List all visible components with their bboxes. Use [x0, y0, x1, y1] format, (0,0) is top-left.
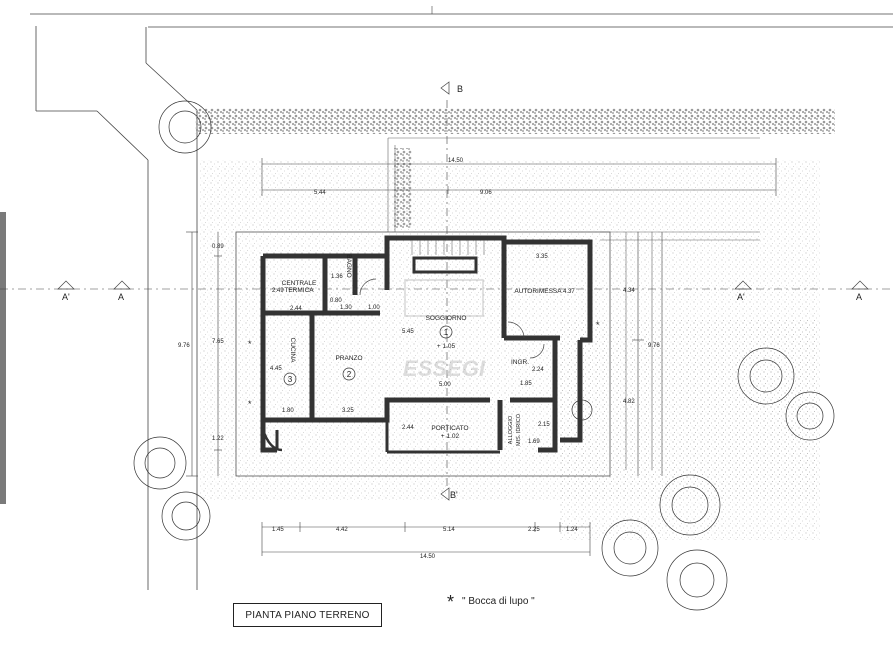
house-slab [235, 231, 611, 477]
dim-soggiorno-w: 5.00 [439, 382, 451, 388]
dim-bagno-h: 1.36 [331, 274, 343, 280]
dim-bottom-total: 14.50 [420, 554, 436, 560]
bocca-markers: * * * [248, 320, 600, 409]
room-termica: TERMICA [284, 287, 314, 294]
hedge-vertical [394, 148, 412, 228]
plan-title: PIANTA PIANO TERRENO [233, 603, 382, 627]
dim-autorimessa-h: 4.37 [563, 289, 575, 295]
dim-ct-h: 2.49 [272, 288, 284, 294]
dim-ct-w: 2.44 [290, 306, 302, 312]
dim-right-a: 4.34 [623, 288, 635, 294]
road [35, 26, 893, 590]
scan-edge [0, 212, 6, 504]
hedge [195, 108, 835, 134]
room-alloggio-2: MIS. IDRICO [516, 413, 522, 446]
dim-pranzo-w: 3.25 [342, 408, 354, 414]
room-number-2: 2 [347, 370, 352, 379]
room-centrale: CENTRALE [282, 280, 317, 287]
room-cucina: CUCINA [289, 338, 296, 364]
tree-symbols [133, 100, 835, 611]
garden-gravel [200, 160, 820, 540]
room-bagno: BAGNO [345, 254, 352, 277]
dim-bagno-w: 1.30 [340, 305, 352, 311]
door-swings [359, 278, 545, 359]
room-soggiorno: SOGGIORNO [426, 315, 467, 322]
svg-text:*: * [596, 320, 600, 330]
dimension-lines [186, 158, 777, 556]
dim-soggiorno-h: 5.45 [402, 329, 414, 335]
dim-right-total: 9.76 [648, 343, 660, 349]
dim-bottom-5: 1.24 [566, 527, 578, 533]
room-alloggio: ALLOGGIO [508, 415, 514, 444]
dim-left-a: 0.89 [212, 244, 224, 250]
svg-text:*: * [248, 399, 252, 409]
cucina-bay [261, 429, 283, 452]
watermark-text: ESSEGI [403, 356, 486, 381]
dim-top-left: 5.44 [314, 190, 326, 196]
stairs [411, 240, 485, 255]
section-a-prime-left: A' [62, 292, 70, 302]
soggiorno-level: + 1.05 [437, 343, 456, 350]
legend-text: " Bocca di lupo " [462, 596, 535, 607]
legend: * " Bocca di lupo " [447, 592, 535, 613]
section-a-left: A [118, 292, 124, 302]
dim-bagno-d: 1.00 [368, 305, 380, 311]
dim-alloggio-w: 1.69 [528, 439, 540, 445]
legend-symbol: * [447, 592, 455, 612]
watermark: ESSEGI [403, 279, 486, 381]
dim-left-c: 1.22 [212, 436, 224, 442]
dim-left-b: 7.65 [212, 339, 224, 345]
dim-cucina-w: 1.80 [282, 408, 294, 414]
porticato-level: + 1.02 [441, 433, 460, 440]
room-number-3: 3 [288, 375, 293, 384]
dim-right-b: 4.82 [623, 399, 635, 405]
svg-text:*: * [248, 339, 252, 349]
dim-autorimessa-w: 3.35 [536, 254, 548, 260]
fireplace [412, 256, 478, 274]
section-markers [57, 81, 869, 501]
room-autorimessa: AUTORIMESSA [514, 288, 562, 295]
garden-lines [387, 137, 760, 470]
dim-bottom-1: 1.45 [272, 527, 284, 533]
section-a-prime-right: A' [737, 292, 745, 302]
dim-top-right: 9.06 [480, 190, 492, 196]
dim-bottom-2: 4.42 [336, 527, 348, 533]
room-porticato: PORTICATO [431, 425, 468, 432]
section-b-bottom: B' [450, 490, 458, 500]
dim-ingr-w: 1.85 [520, 381, 532, 387]
dim-top-total: 14.50 [448, 158, 464, 164]
dim-bottom-4: 2.25 [528, 527, 540, 533]
dim-bottom-3: 5.14 [443, 527, 455, 533]
room-ingr: INGR. [511, 359, 529, 366]
dim-cucina-h: 4.45 [270, 366, 282, 372]
porch-walls [275, 420, 500, 454]
dim-ingr-h: 2.24 [532, 367, 544, 373]
room-pranzo: PRANZO [335, 355, 362, 362]
dim-bagno-s: 0.80 [330, 298, 342, 304]
section-a-right: A [856, 292, 862, 302]
walls [260, 235, 593, 453]
dim-porticato-h: 2.44 [402, 425, 414, 431]
section-b-top: B [457, 84, 463, 94]
dim-alloggio-h: 2.15 [538, 422, 550, 428]
dim-left-total: 9.76 [178, 343, 190, 349]
room-number-1: 1 [444, 328, 449, 337]
